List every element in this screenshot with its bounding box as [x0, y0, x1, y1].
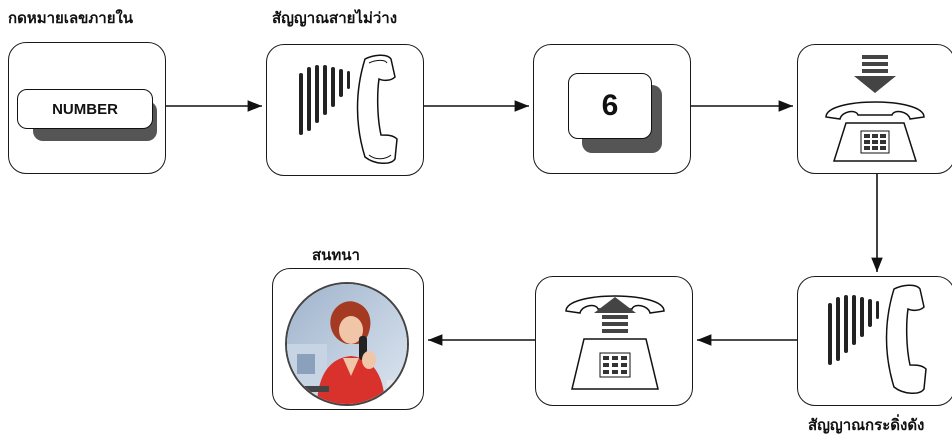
number-key: NUMBER: [17, 89, 153, 129]
person-on-phone-icon: [287, 284, 407, 404]
label-busy-signal: สัญญาณสายไม่ว่าง: [272, 9, 398, 27]
desk-phone-up-icon: [565, 295, 665, 390]
handset-ring-icon: [828, 284, 927, 394]
step-digit-box: 6: [533, 44, 691, 174]
step-incoming-box: [797, 44, 952, 174]
desk-phone-down-icon: [825, 55, 925, 162]
step-ring-box: [797, 276, 952, 406]
label-ring-signal: สัญญาณกระดิ่งดัง: [808, 416, 925, 434]
handset-busy-icon: [299, 54, 398, 164]
label-dial-extension: กดหมายเลขภายใน: [8, 9, 134, 27]
digit-key: 6: [568, 73, 652, 139]
step-busy-box: [266, 44, 424, 176]
step-dial-box: NUMBER: [8, 42, 166, 174]
label-talk: สนทนา: [312, 246, 360, 264]
step-answer-box: [535, 276, 693, 406]
talking-person-photo: [285, 282, 409, 406]
